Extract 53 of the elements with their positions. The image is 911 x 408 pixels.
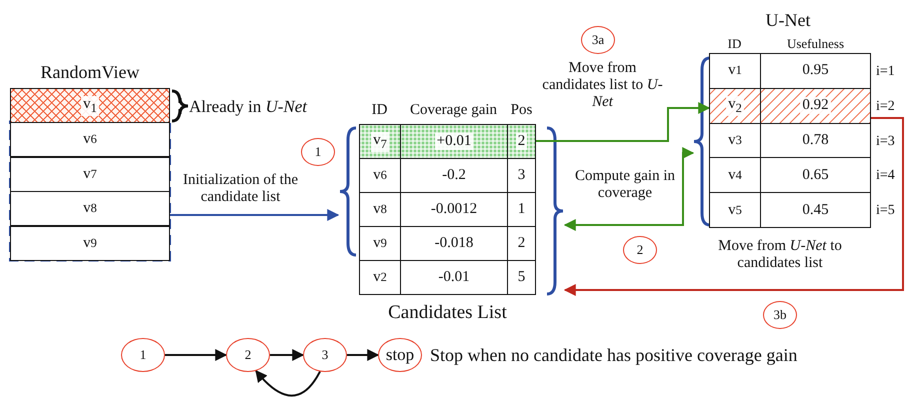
arrow bbox=[564, 117, 904, 296]
step-circle: 3b bbox=[763, 301, 797, 329]
table-row bbox=[359, 226, 536, 261]
step-circle: 3a bbox=[581, 26, 615, 54]
table-cell-text: 0.78 bbox=[801, 130, 830, 150]
table-row bbox=[10, 226, 170, 261]
table-cell-text: v$_{1}$ bbox=[80, 94, 100, 118]
column-header: ID bbox=[370, 101, 388, 120]
arrow bbox=[270, 349, 304, 361]
step-circle: 1 bbox=[301, 138, 335, 166]
table-title: RandomView bbox=[40, 61, 140, 84]
step-circle: 2 bbox=[623, 236, 657, 264]
table-row bbox=[10, 191, 170, 226]
table-row bbox=[359, 260, 536, 295]
arrow bbox=[170, 209, 340, 221]
table-cell-text: 0.92 bbox=[799, 96, 832, 116]
table-row bbox=[359, 158, 536, 193]
table-cell-text: 0.45 bbox=[801, 200, 830, 220]
column-header: Pos bbox=[510, 101, 534, 120]
side-note: Already in U-Net bbox=[189, 96, 308, 118]
column-header: Usefulness bbox=[786, 36, 846, 52]
table-cell-text: 2 bbox=[516, 234, 526, 253]
row-index: i=5 bbox=[876, 202, 895, 220]
table-cell-text: 1 bbox=[516, 200, 526, 219]
column-header: ID bbox=[726, 36, 742, 52]
row-index: i=3 bbox=[876, 132, 895, 151]
table-cell: v$_{2}$ bbox=[710, 88, 761, 123]
row-index: i=2 bbox=[876, 98, 895, 116]
table-row bbox=[359, 124, 536, 159]
step-circle: 3 bbox=[303, 338, 347, 372]
row-index: i=4 bbox=[876, 167, 895, 186]
step-circle: stop bbox=[378, 338, 422, 372]
table-cell-text: 3 bbox=[516, 166, 526, 185]
table-row bbox=[10, 156, 170, 192]
table-cell-text: 5 bbox=[516, 268, 526, 287]
row-index: i=1 bbox=[876, 63, 895, 81]
note-text: Stop when no candidate has positive coverage gain bbox=[430, 344, 798, 367]
arrow bbox=[165, 349, 228, 361]
step-circle: 2 bbox=[226, 338, 270, 372]
column-header: Coverage gain bbox=[408, 101, 498, 120]
table-cell-text: 0.65 bbox=[801, 166, 830, 185]
table-cell-text: 2 bbox=[514, 132, 528, 152]
table-row bbox=[359, 192, 536, 227]
table-title: U-Net bbox=[764, 9, 812, 32]
arrow bbox=[255, 370, 321, 397]
arrow bbox=[347, 349, 380, 361]
table-title: Candidates List bbox=[387, 301, 508, 325]
table-cell-text: 0.95 bbox=[801, 61, 830, 80]
arrow bbox=[564, 147, 694, 231]
table-row bbox=[10, 122, 170, 158]
step-circle: 1 bbox=[121, 338, 165, 372]
table-cell: -0.01 bbox=[401, 261, 508, 294]
arrow bbox=[536, 102, 710, 142]
